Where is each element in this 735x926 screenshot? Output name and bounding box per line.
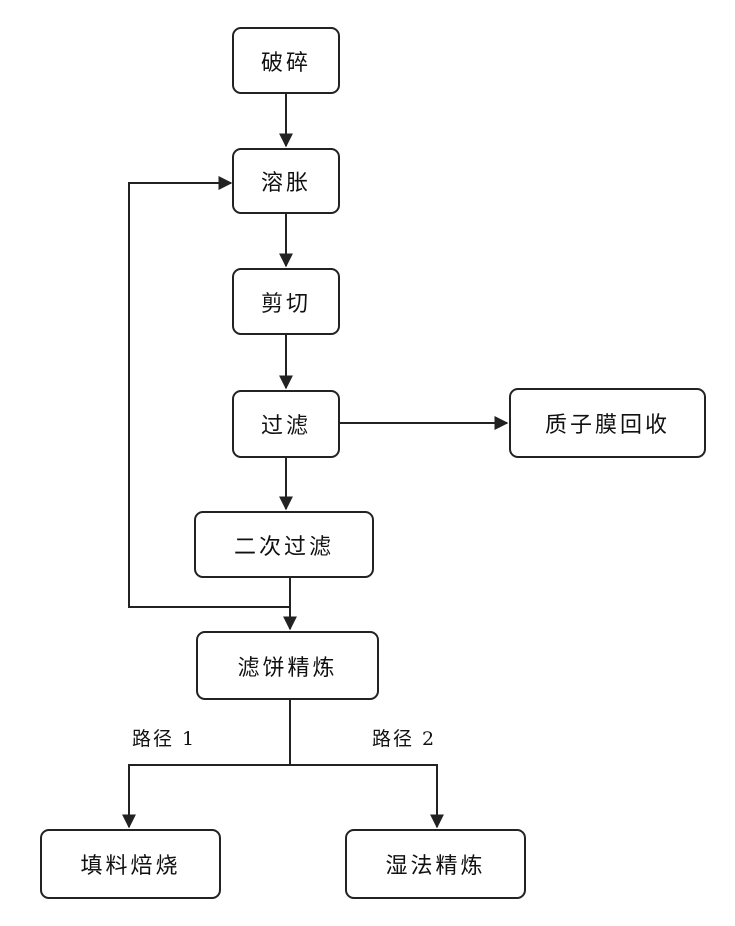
node-cake-refining: 滤饼精炼 — [196, 631, 379, 700]
node-shear: 剪切 — [232, 268, 340, 335]
edge-label-path-2: 路径 2 — [372, 724, 436, 751]
node-secondary-filter: 二次过滤 — [194, 511, 374, 578]
node-filler-roasting: 填料焙烧 — [40, 829, 221, 899]
node-wet-refining: 湿法精炼 — [345, 829, 526, 899]
node-membrane-recovery: 质子膜回收 — [509, 388, 706, 458]
split-connector — [129, 700, 290, 827]
node-filter: 过滤 — [232, 390, 340, 458]
split-connector-right — [290, 765, 437, 827]
node-crush: 破碎 — [232, 27, 340, 94]
edge-label-path-1: 路径 1 — [132, 724, 196, 751]
node-swell: 溶胀 — [232, 148, 340, 214]
